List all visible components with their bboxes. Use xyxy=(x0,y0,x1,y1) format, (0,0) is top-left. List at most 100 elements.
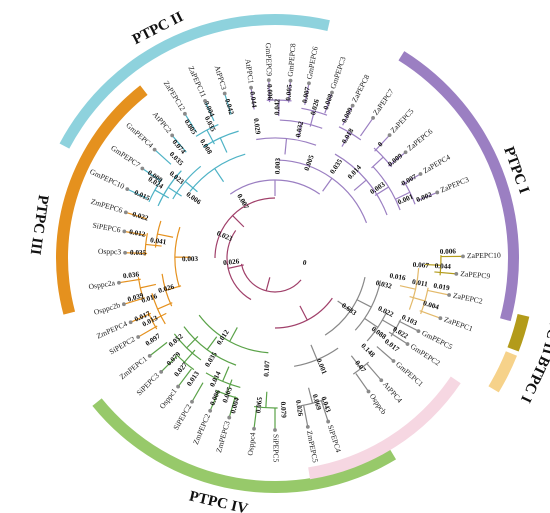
branch-length-label: 0.042 xyxy=(273,98,281,115)
leaf-label: ZaPEPC4 xyxy=(421,152,452,175)
branch-length-label: 0.032 xyxy=(375,279,393,291)
leaf-node-dot xyxy=(418,172,423,176)
branch-length-label: 0 xyxy=(376,140,385,148)
leaf-node-dot xyxy=(123,210,128,215)
group-arcs xyxy=(55,13,530,493)
leaf-node-dot xyxy=(222,91,227,96)
leaf-branch xyxy=(287,80,292,103)
leaf-label: Osppc4 xyxy=(246,432,258,456)
clade-arc xyxy=(173,333,202,361)
clade-stem xyxy=(409,296,426,302)
branch-length-label: 0.017 xyxy=(383,338,401,354)
leaf-label: Osppc1 xyxy=(158,386,179,410)
leaf-branch xyxy=(191,382,204,403)
leaf-label: Osppcb xyxy=(368,392,389,416)
leaf-node-dot xyxy=(405,342,410,346)
branch-length-label: 0.044 xyxy=(248,91,258,109)
clade-stem xyxy=(265,277,271,291)
leaf-node-dot xyxy=(147,353,152,358)
branch-length-label: 0.012 xyxy=(129,228,147,239)
leaf-node-dot xyxy=(371,116,375,120)
clade-stem xyxy=(341,132,351,147)
clade-stem xyxy=(226,379,233,395)
leaf-label: GmPEPC5 xyxy=(420,328,454,351)
group-arc-unlab xyxy=(308,376,461,480)
leaf-node-dot xyxy=(183,111,187,116)
leaf-branch xyxy=(154,149,172,165)
leaf-branch xyxy=(125,252,148,255)
leaf-label: ZaPEPC6 xyxy=(405,127,434,153)
branch-length-label: 0.032 xyxy=(294,120,305,138)
clade-stem xyxy=(228,264,244,269)
leaf-node-dot xyxy=(208,408,213,413)
leaf-node-dot xyxy=(122,229,127,234)
leaf-node-dot xyxy=(288,78,293,83)
leaf-branch xyxy=(324,92,333,114)
clade-arc xyxy=(293,347,339,367)
leaf-branch xyxy=(204,100,215,122)
leaf-label: SiPEPC6 xyxy=(92,221,122,235)
group-arc-btpc2 xyxy=(507,314,530,352)
leaf-branch xyxy=(320,400,329,422)
branch-length-label: 0.097 xyxy=(144,332,162,348)
leaf-label: ZmPEPC2 xyxy=(191,412,212,446)
clade-arc xyxy=(301,107,328,116)
leaf-node-dot xyxy=(266,78,271,83)
clade-stem xyxy=(350,355,362,369)
branch-length-label: 0.035 xyxy=(130,249,147,258)
clade-stem xyxy=(219,137,228,153)
clade-stem xyxy=(356,299,372,308)
branch-length-label: 0.004 xyxy=(229,396,241,414)
branch-length-label: 0.009 xyxy=(340,106,355,124)
leaf-node-dot xyxy=(461,254,465,259)
leaf-label: SiPEPC3 xyxy=(135,371,162,398)
clade-arc xyxy=(324,277,366,336)
branch-length-label: 0.008 xyxy=(198,138,214,156)
branch-length-label: 0.016 xyxy=(389,272,407,282)
branch-length-label: 0.007 xyxy=(301,86,312,104)
clade-stem xyxy=(309,111,315,127)
clade-stem xyxy=(297,122,302,139)
branch-length-label: 0.006 xyxy=(440,247,457,256)
branch-length-label: 0.003 xyxy=(274,157,283,174)
leaf-branch xyxy=(228,396,236,418)
clade-stem xyxy=(186,336,199,349)
leaf-branch xyxy=(419,310,441,319)
leaf-label: GmPEPC9 xyxy=(264,43,274,77)
leaf-node-dot xyxy=(128,320,133,325)
leaf-node-dot xyxy=(227,415,232,420)
branch-length-label: 0.006 xyxy=(208,388,222,406)
leaf-node-dot xyxy=(136,335,141,339)
clade-arc xyxy=(161,273,173,307)
branch-length-label: 0.026 xyxy=(309,98,321,116)
leaf-label: GmPEPC7 xyxy=(109,143,142,169)
leaf-node-dot xyxy=(140,166,145,171)
leaf-label: Osppc3 xyxy=(98,247,122,257)
leaf-label: GmPEPC2 xyxy=(409,342,442,368)
group-arc-ptpc2 xyxy=(59,13,330,149)
clade-stem xyxy=(310,344,318,360)
leaf-branch xyxy=(304,83,310,105)
group-label-btpc2: BTPC II xyxy=(539,298,550,356)
leaf-node-dot xyxy=(379,378,384,383)
branch-length-label: 0.013 xyxy=(185,370,201,388)
leaf-node-dot xyxy=(454,271,459,276)
leaf-label: Osppc2b xyxy=(93,300,122,317)
branch-length-label: 0.042 xyxy=(223,98,235,116)
clade-stem xyxy=(364,317,379,328)
leaf-branch xyxy=(374,134,391,152)
branch-length-label: 0.022 xyxy=(391,325,409,340)
leaf-node-dot xyxy=(152,147,157,152)
leaf-label: SiPEPC2 xyxy=(108,334,137,356)
leaf-label: AtPPC3 xyxy=(213,64,229,91)
leaf-node-dot xyxy=(176,384,181,389)
leaf-branch xyxy=(160,355,178,373)
leaf-node-dot xyxy=(438,316,443,321)
leaf-label: GmPEPC6 xyxy=(305,45,320,80)
group-arc-ptpc1 xyxy=(398,51,519,322)
leaf-label: SiPEPC2 xyxy=(171,402,193,431)
clade-stem xyxy=(299,305,308,321)
leaf-label: GmPEPC1 xyxy=(394,360,425,389)
leaf-node-dot xyxy=(366,389,371,394)
branch-length-label: 0.041 xyxy=(150,236,168,246)
